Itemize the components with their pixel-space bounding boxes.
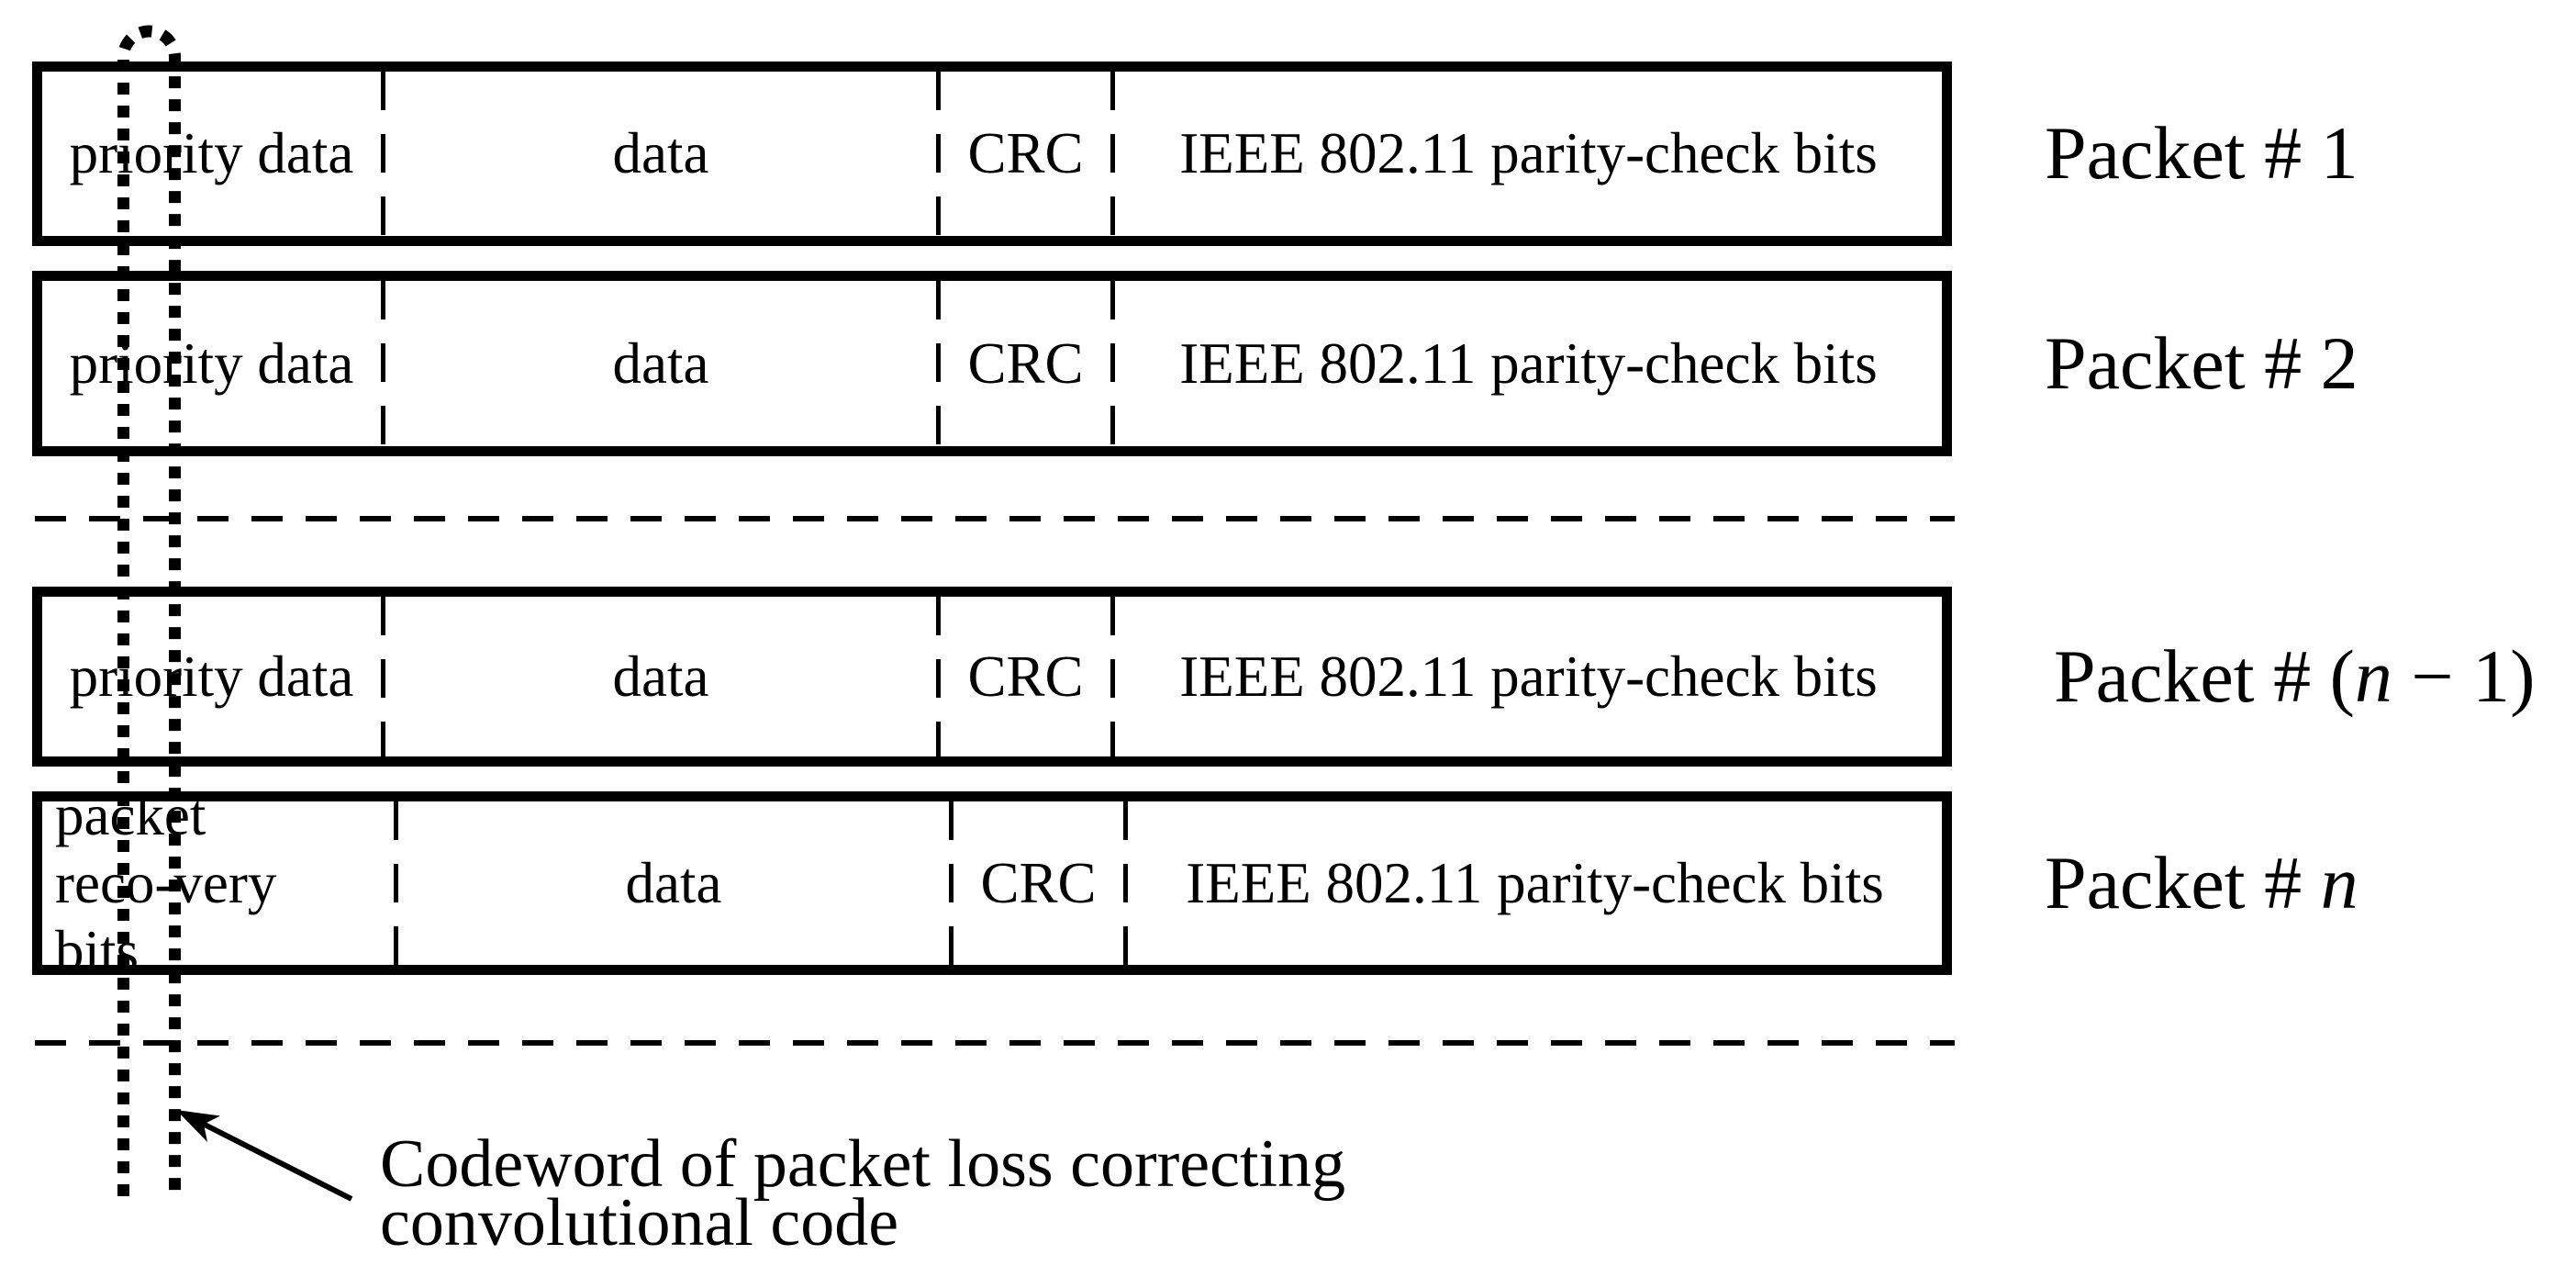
- field-label: CRC: [980, 850, 1097, 915]
- field-label-line: bits: [55, 919, 139, 983]
- field-crc: CRC: [941, 597, 1110, 756]
- field-separator: [381, 281, 385, 446]
- arrow-shaft: [201, 1121, 353, 1202]
- field-priority-data: priority data: [42, 597, 381, 756]
- arrow-head-icon: [176, 1110, 220, 1142]
- field-label: CRC: [967, 121, 1084, 185]
- packet-box-n: packet reco-very bits data CRC IEEE 802.…: [32, 783, 1952, 983]
- field-label: CRC: [967, 330, 1084, 396]
- field-label: priority data: [69, 330, 354, 396]
- field-label: priority data: [69, 121, 354, 185]
- field-crc: CRC: [953, 801, 1123, 965]
- field-label: data: [612, 644, 709, 709]
- packet-label-text: Packet # 2: [2045, 321, 2359, 405]
- field-parity-check-bits: IEEE 802.11 parity-check bits: [1128, 801, 1942, 965]
- field-separator: [1110, 72, 1115, 236]
- field-separator: [1110, 281, 1115, 446]
- field-label-line: reco-very: [55, 851, 277, 915]
- field-label-multiline: packet reco-very bits: [55, 781, 276, 985]
- field-separator: [394, 801, 398, 965]
- field-label-line: packet: [55, 783, 206, 847]
- packet-label-text: Packet # 1: [2045, 111, 2359, 195]
- packet-label-text: Packet #: [2045, 841, 2321, 924]
- field-priority-data: priority data: [42, 72, 381, 236]
- packet-label-2: Packet # 2: [2045, 320, 2359, 407]
- field-priority-data: priority data: [42, 281, 381, 446]
- field-separator: [936, 72, 941, 236]
- packet-box-n-minus-1: priority data data CRC IEEE 802.11 parit…: [32, 587, 1952, 767]
- field-crc: CRC: [941, 281, 1110, 446]
- packet-label-n-minus-1: Packet # (n − 1): [2054, 633, 2535, 720]
- field-label: priority data: [69, 644, 354, 709]
- field-label: IEEE 802.11 parity-check bits: [1179, 121, 1878, 185]
- field-data: data: [385, 72, 936, 236]
- field-label: IEEE 802.11 parity-check bits: [1186, 850, 1884, 915]
- field-label: data: [612, 121, 709, 185]
- field-label: IEEE 802.11 parity-check bits: [1179, 330, 1878, 396]
- field-separator: [381, 72, 385, 236]
- field-separator: [949, 801, 953, 965]
- field-packet-recovery-bits: packet reco-very bits: [42, 783, 394, 983]
- packet-label-text: − 1): [2392, 634, 2536, 718]
- packet-label-1: Packet # 1: [2045, 110, 2359, 196]
- codeword-arrow: [176, 1110, 353, 1202]
- field-separator: [1123, 801, 1128, 965]
- annotation-line-1: Codeword of packet loss correcting: [380, 1126, 1346, 1202]
- ellipsis-dashed-line-bottom: [35, 1040, 1955, 1046]
- codeword-annotation: Codeword of packet loss correcting convo…: [380, 1126, 1346, 1260]
- field-data: data: [398, 801, 949, 965]
- field-separator: [936, 597, 941, 756]
- field-crc: CRC: [941, 72, 1110, 236]
- packet-label-variable: n: [2354, 634, 2392, 718]
- field-separator: [381, 597, 385, 756]
- field-parity-check-bits: IEEE 802.11 parity-check bits: [1115, 72, 1942, 236]
- ellipsis-dashed-line-top: [35, 516, 1955, 521]
- field-label: CRC: [967, 644, 1084, 709]
- field-parity-check-bits: IEEE 802.11 parity-check bits: [1115, 597, 1942, 756]
- packet-label-variable: n: [2320, 841, 2359, 924]
- field-label: data: [612, 330, 709, 396]
- field-separator: [936, 281, 941, 446]
- field-parity-check-bits: IEEE 802.11 parity-check bits: [1115, 281, 1942, 446]
- annotation-line-2: convolutional code: [380, 1185, 899, 1260]
- packet-box-1: priority data data CRC IEEE 802.11 parit…: [32, 62, 1952, 246]
- packet-label-text: Packet # (: [2054, 634, 2355, 718]
- field-label: IEEE 802.11 parity-check bits: [1179, 644, 1878, 709]
- field-separator: [1110, 597, 1115, 756]
- packet-box-2: priority data data CRC IEEE 802.11 parit…: [32, 271, 1952, 456]
- packet-label-n: Packet # n: [2045, 840, 2359, 926]
- field-label: data: [625, 850, 722, 915]
- field-data: data: [385, 281, 936, 446]
- field-data: data: [385, 597, 936, 756]
